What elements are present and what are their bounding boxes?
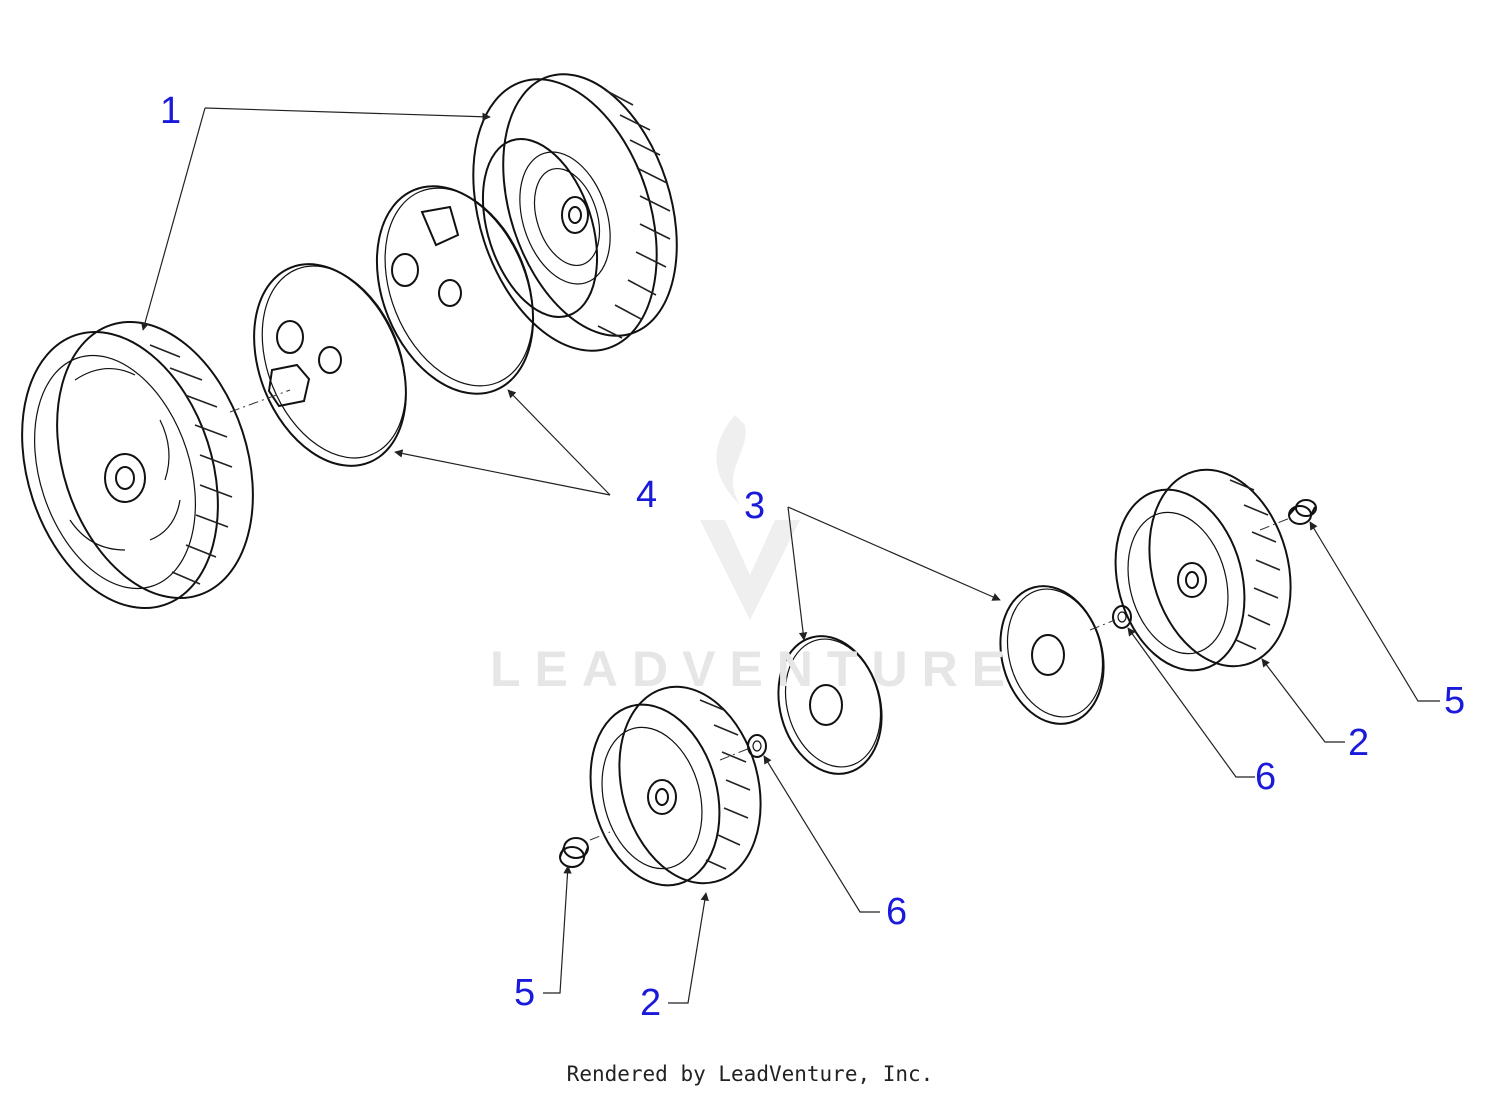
bushing-left	[559, 837, 589, 868]
rear-hubcap-plate-front	[253, 263, 407, 467]
callout-5-right: 5	[1444, 680, 1466, 722]
callout-leaders	[140, 107, 1440, 1004]
callout-6-left: 6	[886, 891, 908, 933]
leadventure-logo-watermark	[700, 415, 800, 620]
callout-2-right: 2	[1348, 722, 1370, 764]
front-wheel-right	[1114, 468, 1292, 672]
rear-wheel-outer-side	[21, 320, 254, 610]
callout-1: 1	[160, 90, 182, 132]
washer-left	[747, 734, 767, 758]
rear-wheel-gear-side	[472, 73, 678, 352]
callout-2-left: 2	[640, 982, 662, 1024]
axis-centerlines	[229, 389, 1291, 841]
washer-right	[1112, 605, 1132, 629]
front-wheel-left	[589, 685, 762, 887]
callout-6-right: 6	[1255, 756, 1277, 798]
callout-3: 3	[744, 485, 766, 527]
front-hubcap-left	[777, 635, 883, 775]
footer-credit: Rendered by LeadVenture, Inc.	[566, 1062, 934, 1086]
watermark-text: LEADVENTURE	[490, 641, 1020, 697]
bushing-right	[1288, 499, 1317, 525]
callout-4: 4	[636, 474, 658, 516]
front-hubcap-right	[999, 585, 1105, 725]
rear-hubcap-plate-back	[375, 185, 535, 395]
callout-5-left: 5	[514, 972, 536, 1014]
